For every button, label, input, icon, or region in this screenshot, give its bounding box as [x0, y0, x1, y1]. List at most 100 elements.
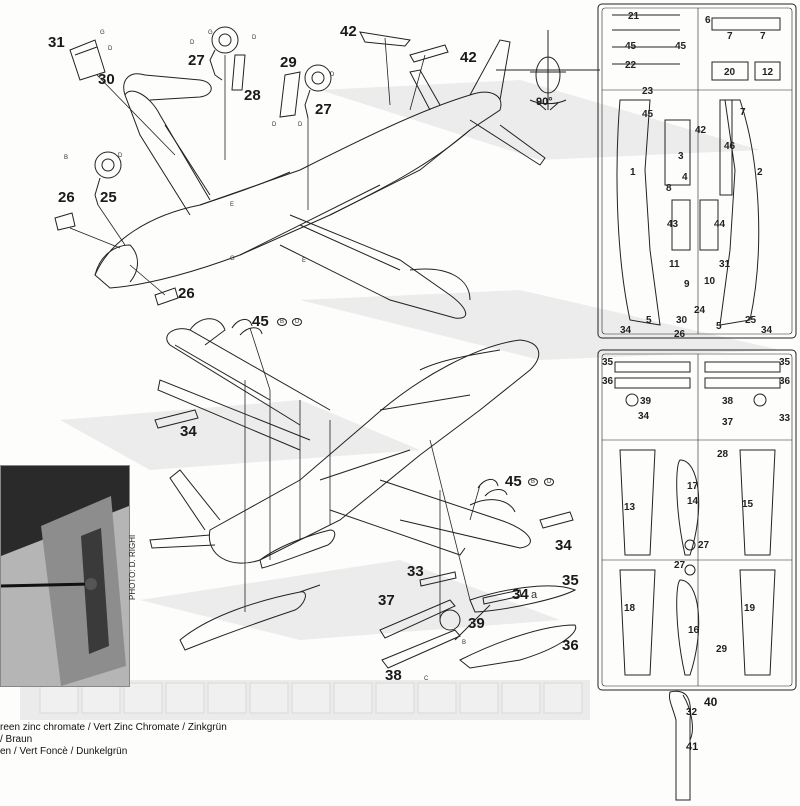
circle-letter-b2: B	[528, 478, 539, 486]
sprue-part-3: 3	[678, 151, 684, 162]
front-view-silhouette	[496, 30, 600, 111]
drop-tank-left	[179, 584, 321, 651]
sprue-part-22: 22	[625, 60, 637, 71]
part-35-label: 35	[562, 572, 579, 589]
sprue-part-27b: 27	[674, 560, 686, 571]
sprue-part-34b: 34	[761, 325, 773, 336]
upper-aircraft-left-wing	[123, 73, 212, 216]
fin-42-right	[409, 44, 449, 63]
part-25-label: 25	[100, 189, 117, 206]
sprue-part-36b: 36	[779, 376, 791, 387]
sprue-part-38: 38	[722, 396, 734, 407]
part-45-label: 45	[252, 313, 269, 330]
sprue-part-14: 14	[687, 496, 699, 507]
sprue-part-8: 8	[666, 183, 672, 194]
letter-d1: D	[108, 46, 113, 52]
sprue-part-44: 44	[714, 219, 726, 230]
clear-parts-canopy	[669, 690, 693, 801]
sprue-part-25: 25	[745, 315, 757, 326]
upper-aircraft-fuselage	[94, 91, 502, 289]
letter-e2: E	[302, 258, 307, 264]
sprue-part-36a: 36	[602, 376, 614, 387]
clip-45-lower	[477, 479, 508, 497]
letter-d5: D	[298, 122, 303, 128]
part-26b-label: 26	[178, 285, 195, 302]
sprue-part-5a: 5	[646, 315, 652, 326]
part-34c-label: 34	[512, 586, 529, 603]
sprue-part-9: 9	[684, 279, 690, 290]
clip-45-upper	[231, 319, 263, 336]
sprue-part-7a: 7	[727, 31, 733, 42]
part-26-upper	[54, 212, 76, 231]
part-30-label: 30	[98, 71, 115, 88]
sprue-part-31: 31	[719, 259, 731, 270]
part-42-label: 42	[340, 23, 357, 40]
lower-aircraft-tail	[149, 469, 221, 549]
sprue-part-24: 24	[694, 305, 706, 316]
part-31-label: 31	[48, 34, 65, 51]
part-32-label: 32	[686, 707, 698, 718]
gear-door-28	[231, 54, 246, 91]
drop-tank-center	[259, 529, 336, 569]
photo-credit: PHOTO: D. RIGHI	[128, 534, 137, 600]
sprue-part-27a: 27	[698, 540, 710, 551]
sprue-part-16: 16	[688, 625, 700, 636]
sprue-part-29: 29	[716, 644, 728, 655]
letter-d3: D	[252, 35, 257, 41]
sprue-part-4: 4	[682, 172, 688, 183]
sprue-part-17: 17	[687, 481, 699, 492]
part-27b-label: 27	[315, 101, 332, 118]
circle-letter-d1: D	[292, 318, 303, 326]
letter-b1: B	[64, 155, 69, 161]
fin-42-left	[359, 31, 411, 47]
letter-c1: C	[424, 676, 429, 682]
part-34b-label: 34	[555, 537, 572, 554]
part-34-label: 34	[180, 423, 197, 440]
part-45b-label: 45	[505, 473, 522, 490]
sprue-part-13: 13	[624, 502, 636, 513]
sprue-part-10: 10	[704, 276, 716, 287]
reference-photo	[0, 465, 130, 687]
legend-line-zinc-chromate: reen zinc chromate / Vert Zinc Chromate …	[0, 722, 227, 733]
sprue-part-45a: 45	[625, 41, 637, 52]
sprue-part-35a: 35	[602, 357, 614, 368]
part-39-label: 39	[468, 615, 485, 632]
drop-tank-lower-right	[454, 585, 577, 669]
background-swatch-row	[39, 682, 583, 714]
lower-aircraft-fuselage	[208, 339, 540, 564]
letter-e1: E	[230, 202, 235, 208]
part-26-lower	[154, 287, 179, 306]
sprue-part-7b: 7	[760, 31, 766, 42]
part-28-label: 28	[244, 87, 261, 104]
sprue-part-1: 1	[630, 167, 636, 178]
sprue-part-35b: 35	[779, 357, 791, 368]
sprue-part-21: 21	[628, 11, 640, 22]
wheel-27	[209, 26, 239, 81]
sprue-part-46: 46	[724, 141, 736, 152]
part-29-label: 29	[280, 54, 297, 71]
legend-line-brown: / Braun	[0, 734, 33, 745]
lower-aircraft-left-wing	[157, 318, 331, 451]
part-42b-label: 42	[460, 49, 477, 66]
sprue-part-37: 37	[722, 417, 734, 428]
gear-door-29	[279, 71, 301, 118]
sprue-part-26: 26	[674, 329, 686, 340]
sprue-frame-1	[597, 3, 797, 339]
sprue-part-5b: 5	[716, 321, 722, 332]
sprue-part-19: 19	[744, 603, 756, 614]
part-41-label: 41	[686, 741, 699, 753]
letter-d4: D	[272, 122, 277, 128]
letter-d6: D	[330, 72, 335, 78]
letter-d7: D	[118, 153, 123, 159]
lower-aircraft-right-wing	[329, 479, 531, 556]
sprue-part-30: 30	[676, 315, 688, 326]
part-34-upper	[154, 409, 199, 429]
sprue-part-34a: 34	[620, 325, 632, 336]
sprue-part-34: 34	[638, 411, 650, 422]
letter-g2: G	[208, 30, 213, 36]
part-27-label: 27	[188, 52, 205, 69]
upper-aircraft-right-wing	[279, 214, 471, 319]
sprue-part-20: 20	[724, 67, 736, 78]
part-34-lower	[539, 511, 574, 529]
